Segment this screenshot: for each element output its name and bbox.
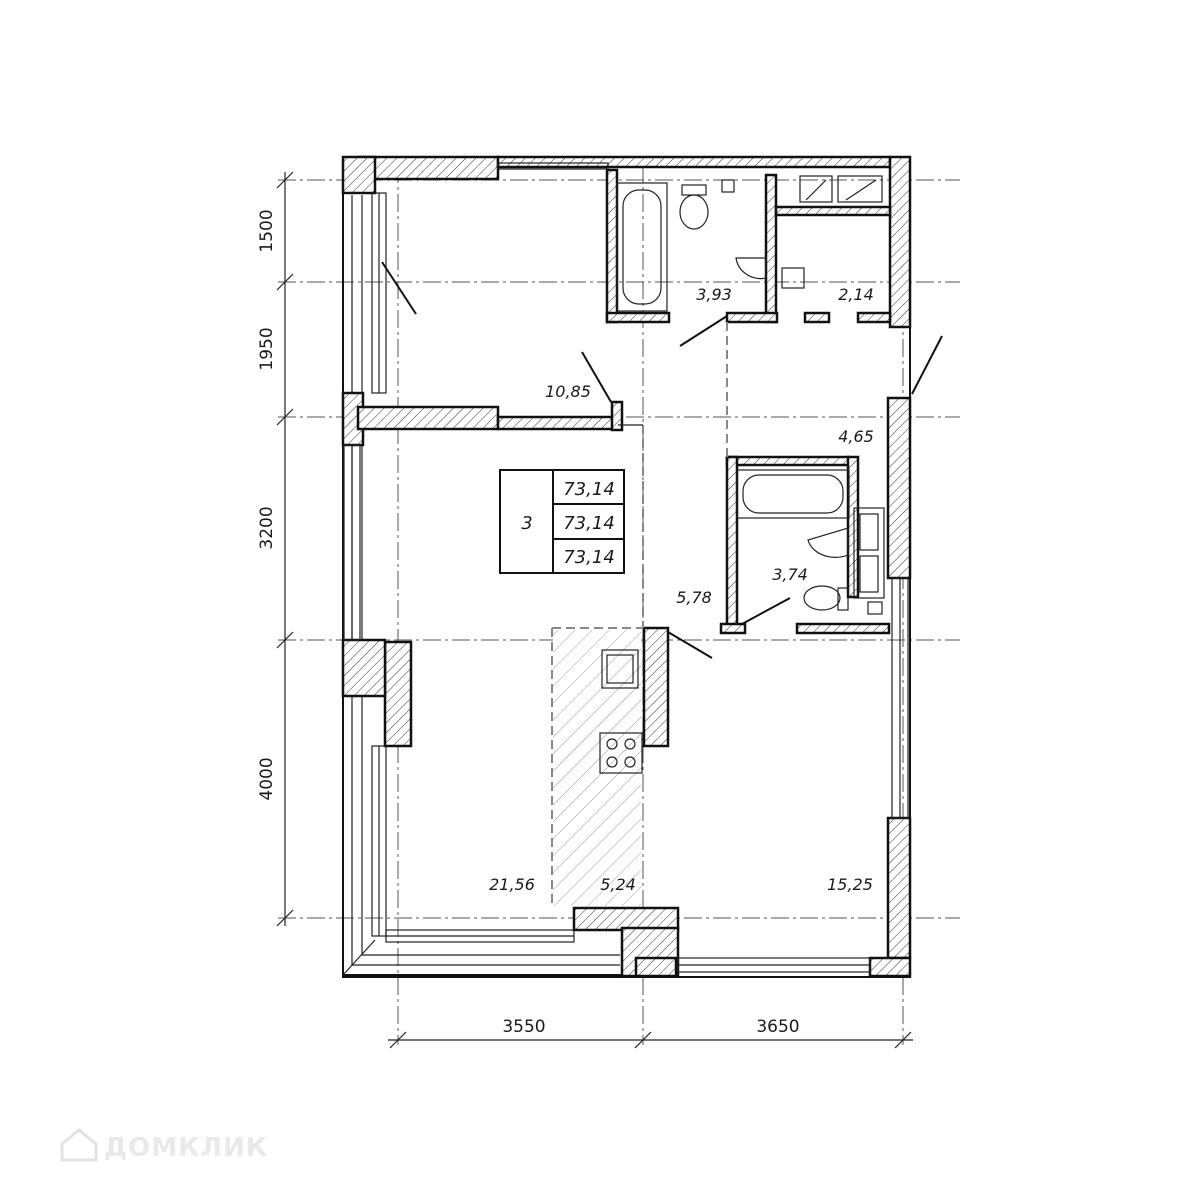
area-storage: 2,14: [838, 285, 874, 304]
dim-1500: 1500: [257, 209, 277, 252]
left-dimension-line: [276, 171, 294, 927]
rooms-count: 3: [521, 513, 532, 534]
area-corridor: 5,78: [676, 588, 712, 607]
kitchen-counter: [553, 630, 643, 906]
area-living: 21,56: [489, 875, 535, 894]
house-logo-icon: [60, 1128, 98, 1162]
walls: [341, 155, 912, 978]
windows: [343, 162, 909, 973]
watermark-text: ДОМКЛИК: [104, 1133, 268, 1163]
area-living: 73,14: [563, 513, 615, 534]
summary-box: [499, 469, 625, 574]
doors: [381, 261, 943, 906]
area-bathroom-mid: 3,74: [772, 565, 808, 584]
dim-4000: 4000: [257, 757, 277, 800]
area-bathroom-top: 3,93: [696, 285, 732, 304]
area-bedroom-bottom: 15,25: [827, 875, 873, 894]
dim-3200: 3200: [257, 506, 277, 549]
watermark: ДОМКЛИК: [60, 1128, 268, 1163]
area-total: 73,14: [563, 479, 615, 500]
area-kitchen: 5,24: [600, 875, 636, 894]
dim-1950: 1950: [257, 327, 277, 370]
area-full: 73,14: [563, 547, 615, 568]
dim-3550: 3550: [502, 1017, 545, 1037]
area-bedroom-top: 10,85: [545, 382, 591, 401]
area-hall: 4,65: [838, 427, 874, 446]
dim-3650: 3650: [756, 1017, 799, 1037]
bathroom-fixtures: [616, 175, 885, 615]
bottom-dimension-line: [388, 1031, 913, 1049]
